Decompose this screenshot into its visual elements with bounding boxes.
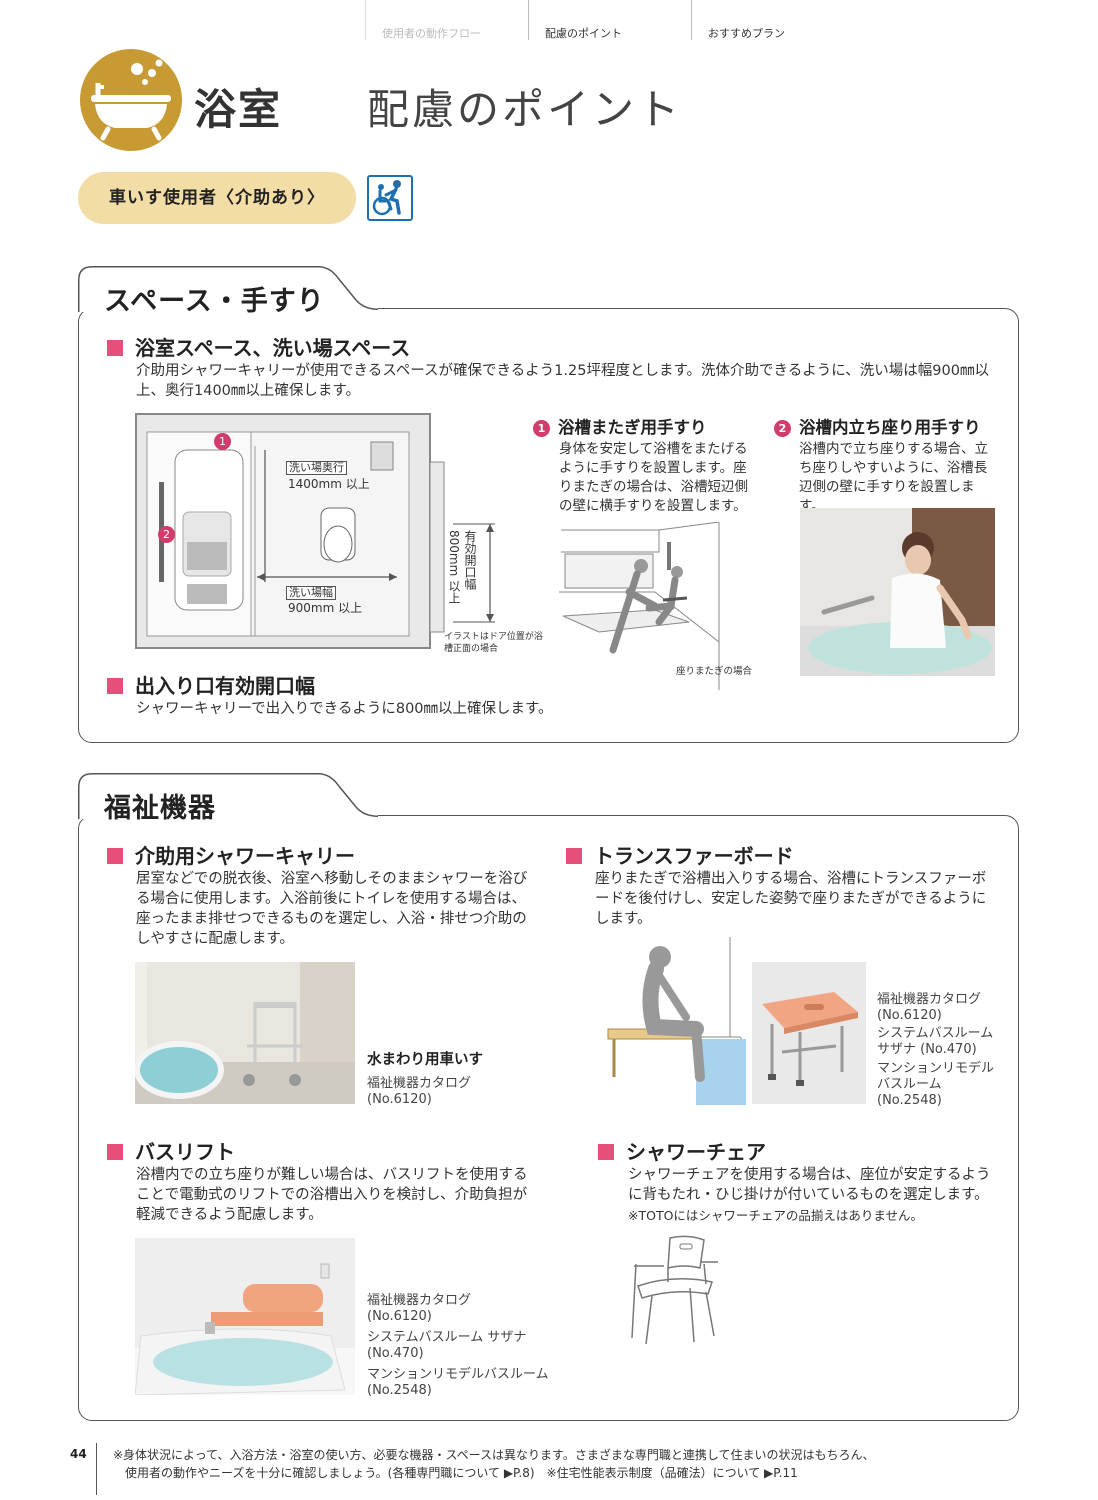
bath-lift-caption-3: マンションリモデルバスルーム (No.2548) [367, 1367, 549, 1398]
shower-chair-note: ※TOTOにはシャワーチェアの品揃えはありません。 [628, 1208, 924, 1223]
room-title: 浴室 [194, 85, 283, 134]
shower-carry-heading: 介助用シャワーキャリー [107, 840, 355, 869]
rail1-illustration [559, 522, 759, 690]
shower-carry-caption: 福祉機器カタログ (No.6120) [367, 1076, 472, 1107]
welfare-section-tab [78, 773, 378, 819]
tab-points[interactable]: 配慮のポイント [528, 0, 691, 40]
width-value: 900mm 以上 [288, 601, 363, 615]
depth-label: 洗い場奥行 [286, 461, 347, 475]
transfer-board-photo [752, 962, 866, 1104]
footer-note: ※身体状況によって、入浴方法・浴室の使い方、必要な機器・スペースは異なります。さ… [113, 1446, 875, 1482]
rail2-text: 浴槽内で立ち座りする場合、立ち座りしやすいように、浴槽長辺側の壁に手すりを設置し… [799, 441, 988, 514]
bath-lift-text: 浴槽内での立ち座りが難しい場合は、バスリフトを使用することで電動式のリフトでの浴… [136, 1167, 528, 1223]
transfer-board-text: 座りまたぎで浴槽出入りする場合、浴槽にトランスファーボードを後付けし、安定した姿… [595, 871, 987, 927]
bath-lift-photo [135, 1238, 355, 1395]
welfare-section-title: 福祉機器 [104, 793, 216, 824]
user-type-badge: 車いす使用者〈介助あり〉 [78, 172, 356, 224]
welfare-section [78, 815, 1019, 1421]
transfer-board-illustration [600, 937, 746, 1105]
plan-marker-1: 1 [214, 431, 231, 450]
transfer-board-caption-2: システムバスルーム サザナ (No.470) [877, 1026, 994, 1057]
shower-chair-illustration [624, 1234, 724, 1346]
page-title: 配慮のポイント [367, 85, 683, 134]
entrance-text: シャワーキャリーで出入りできるように800㎜以上確保します。 [136, 701, 553, 717]
footer-line-2: 使用者の動作やニーズを十分に確認しましょう。(各種専門職について ▶P.8) ※… [125, 1466, 798, 1480]
transfer-board-caption-3: マンションリモデル バスルーム (No.2548) [877, 1061, 995, 1108]
transfer-board-caption-1: 福祉機器カタログ (No.6120) [877, 992, 982, 1023]
bathtub-icon [80, 49, 182, 151]
rail2-photo [800, 508, 995, 676]
bath-lift-caption-2: システムバスルーム サザナ (No.470) [367, 1330, 527, 1361]
footer-divider [96, 1443, 97, 1495]
space-section-title: スペース・手すり [104, 286, 325, 317]
depth-value: 1400mm 以上 [288, 477, 370, 491]
tab-user-flow[interactable]: 使用者の動作フロー [365, 0, 528, 40]
footer-line-1: ※身体状況によって、入浴方法・浴室の使い方、必要な機器・スペースは異なります。さ… [113, 1448, 875, 1462]
bath-space-text: 介助用シャワーキャリーが使用できるスペースが確保できるよう1.25坪程度とします… [136, 363, 989, 399]
page-number: 44 [70, 1447, 87, 1461]
shower-carry-text: 居室などでの脱衣後、浴室へ移動しそのままシャワーを浴びる場合に使用します。入浴前… [136, 871, 528, 947]
bath-lift-caption-1: 福祉機器カタログ (No.6120) [367, 1293, 472, 1324]
shower-chair-heading: シャワーチェア [598, 1136, 766, 1165]
width-label: 洗い場幅 [286, 586, 336, 600]
shower-chair-text: シャワーチェアを使用する場合は、座位が安定するように背もたれ・ひじ掛けが付いてい… [628, 1167, 991, 1203]
transfer-board-heading: トランスファーボード [566, 840, 794, 869]
rail1-caption: 座りまたぎの場合 [676, 666, 753, 677]
rail1-text: 身体を安定して浴槽をまたげるように手すりを設置します。座りまたぎの場合は、浴槽短… [559, 441, 748, 514]
space-section [78, 308, 1019, 743]
floor-plan-diagram [135, 412, 543, 664]
entrance-heading: 出入り口有効開口幅 [107, 670, 315, 699]
top-nav: 使用者の動作フロー 配慮のポイント おすすめプラン [365, 0, 854, 40]
shower-carry-product: 水まわり用車いす [367, 1052, 483, 1068]
shower-carry-photo [135, 962, 355, 1104]
wheelchair-assisted-icon [367, 175, 413, 221]
plan-note: イラストはドア位置が浴槽正面の場合 [444, 632, 543, 654]
plan-marker-2: 2 [158, 524, 175, 543]
tab-plans[interactable]: おすすめプラン [691, 0, 854, 40]
bath-space-heading: 浴室スペース、洗い場スペース [107, 332, 410, 361]
opening-label: 有効開口幅800mm 以上 [447, 530, 477, 605]
space-section-tab [78, 266, 378, 312]
bath-lift-heading: バスリフト [107, 1136, 235, 1165]
